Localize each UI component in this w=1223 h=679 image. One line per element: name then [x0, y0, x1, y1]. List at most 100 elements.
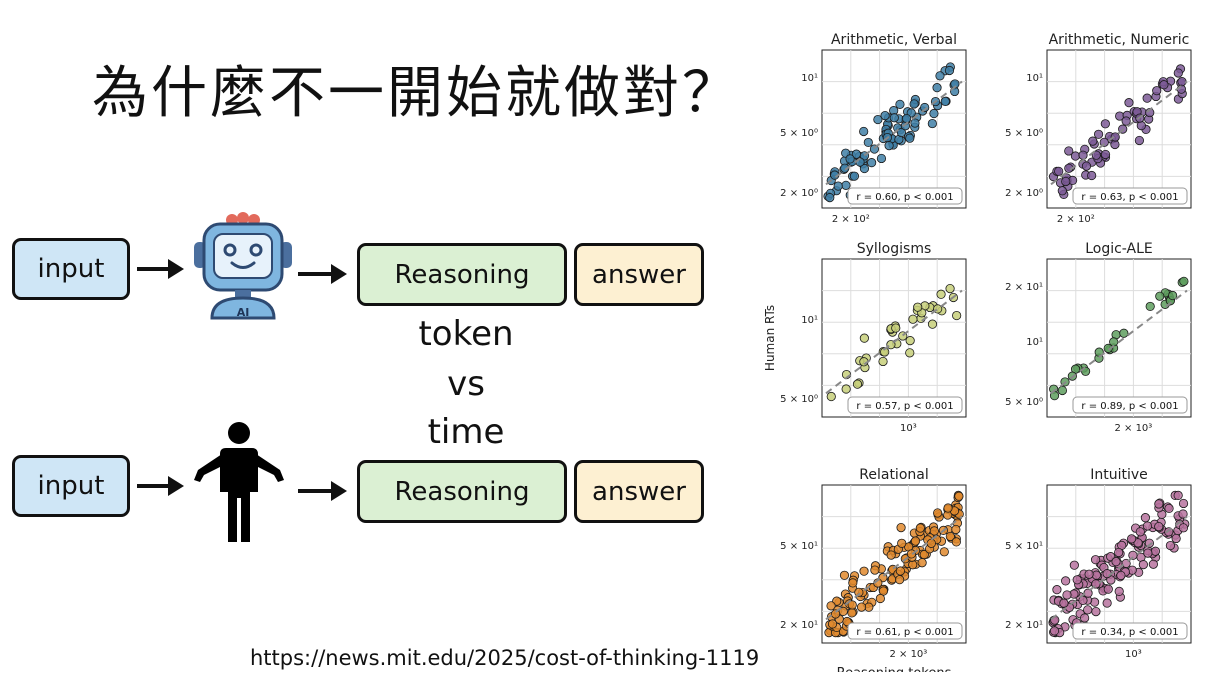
- comparison-vs: vs: [447, 364, 485, 404]
- panel-frame: [821, 258, 967, 418]
- data-point: [910, 536, 921, 546]
- data-point: [1128, 550, 1138, 560]
- data-point: [841, 384, 851, 394]
- data-point: [1135, 527, 1145, 537]
- source-url: https://news.mit.edu/2025/cost-of-thinki…: [250, 646, 760, 670]
- data-point: [1102, 598, 1112, 608]
- data-point: [1119, 328, 1129, 338]
- data-point: [863, 137, 873, 148]
- data-point: [944, 65, 955, 76]
- data-point: [852, 379, 863, 389]
- stats-annotation: r = 0.89, p < 0.001: [1081, 401, 1178, 412]
- data-point: [1148, 559, 1158, 569]
- data-point: [859, 566, 869, 576]
- comparison-time: time: [427, 412, 505, 452]
- data-point: [1116, 570, 1126, 581]
- arrow-input-to-human-line: [137, 484, 169, 488]
- comparison-token: token: [418, 314, 514, 354]
- data-point: [1121, 116, 1131, 126]
- y-tick-label: 2 × 10¹: [1005, 282, 1043, 293]
- panel-title: Relational: [859, 467, 928, 483]
- x-tick-label: 10³: [1125, 649, 1142, 660]
- trend-line: [825, 80, 963, 186]
- data-point: [906, 549, 917, 559]
- data-point: [913, 302, 923, 312]
- y-tick-label: 10¹: [801, 73, 818, 84]
- data-point: [902, 113, 912, 124]
- data-point: [1061, 576, 1071, 586]
- data-point: [1099, 137, 1109, 147]
- data-point: [945, 531, 955, 542]
- arrow-human-to-reasoning-head: [331, 481, 347, 501]
- data-point: [1049, 626, 1060, 636]
- arrow-input-to-human-head: [168, 476, 184, 496]
- x-tick-label: 2 × 10³: [889, 649, 927, 660]
- answer-label-bottom: answer: [592, 476, 686, 507]
- data-point: [1152, 86, 1162, 96]
- panel-title: Logic-ALE: [1085, 241, 1153, 257]
- data-point: [929, 526, 939, 536]
- y-axis-label: Human RTs: [763, 305, 777, 371]
- data-point: [880, 110, 890, 121]
- data-point: [896, 523, 906, 533]
- data-point: [848, 578, 858, 588]
- data-point: [856, 602, 867, 612]
- data-point: [1159, 80, 1169, 90]
- reasoning-label-top: Reasoning: [394, 259, 530, 290]
- data-point: [1057, 186, 1067, 196]
- y-tick-label: 5 × 10⁰: [780, 394, 818, 405]
- data-point: [951, 537, 961, 547]
- data-point: [933, 508, 943, 518]
- data-point: [1103, 584, 1113, 594]
- answer-box-bottom: answer: [574, 460, 704, 523]
- y-tick-label: 5 × 10⁰: [780, 128, 818, 139]
- data-point: [1142, 521, 1153, 531]
- data-point: [1054, 166, 1064, 176]
- data-point: [867, 158, 877, 168]
- data-point: [920, 102, 930, 113]
- data-point: [909, 99, 919, 109]
- data-point: [1078, 150, 1088, 160]
- data-point: [1136, 121, 1146, 131]
- slide-title: 為什麼不一開始就做對？: [92, 61, 741, 126]
- data-point: [1142, 93, 1152, 103]
- data-point: [845, 154, 855, 164]
- data-point: [945, 283, 955, 294]
- data-point: [839, 570, 850, 580]
- answer-label-top: answer: [592, 259, 686, 290]
- arrow-input-to-ai-line: [137, 267, 169, 271]
- data-point: [1084, 569, 1094, 579]
- data-point: [1100, 119, 1110, 129]
- person-icon: [194, 422, 284, 542]
- y-tick-label: 5 × 10⁰: [1005, 397, 1043, 408]
- stats-annotation: r = 0.57, p < 0.001: [856, 401, 953, 412]
- answer-box-top: answer: [574, 243, 704, 306]
- data-point: [929, 108, 939, 119]
- data-point: [897, 538, 907, 548]
- data-point: [1155, 291, 1165, 301]
- data-point: [1091, 150, 1101, 160]
- data-point: [905, 348, 915, 358]
- data-point: [927, 118, 937, 129]
- arrow-input-to-ai-head: [168, 259, 184, 279]
- trend-line: [825, 515, 963, 621]
- y-tick-label: 5 × 10¹: [1005, 541, 1043, 552]
- stats-box: [1072, 187, 1188, 205]
- data-point: [849, 171, 860, 181]
- data-point: [859, 163, 870, 174]
- data-point: [1093, 129, 1104, 139]
- data-point: [1114, 586, 1124, 596]
- data-point: [1178, 498, 1189, 509]
- data-point: [1179, 276, 1189, 286]
- data-point: [875, 593, 885, 604]
- data-point: [1088, 136, 1098, 146]
- data-point: [1143, 548, 1153, 558]
- data-point: [826, 391, 836, 402]
- data-point: [1059, 598, 1069, 608]
- data-point: [833, 181, 843, 191]
- input-box-top: input: [12, 238, 130, 300]
- data-point: [878, 356, 888, 367]
- trend-line: [1050, 80, 1188, 186]
- data-point: [1110, 132, 1120, 142]
